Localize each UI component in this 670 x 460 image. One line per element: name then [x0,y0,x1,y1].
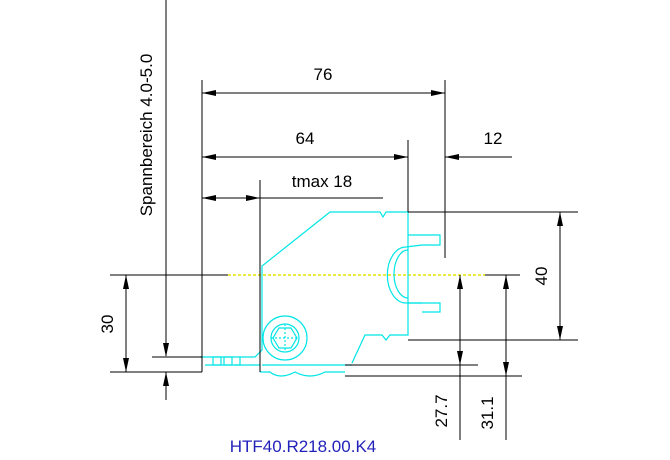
clamping-range-label: Spannbereich 4.0-5.0 [137,54,156,217]
dim-30-label: 30 [98,315,117,334]
dim-27-7-label: 27.7 [432,394,451,427]
dim-12-label: 12 [484,129,503,148]
dimension-lines [110,0,578,440]
grooving-tool-outline [200,211,441,377]
arrowheads [123,90,563,386]
dim-31-1-label: 31.1 [478,396,497,429]
dim-tmax-label: tmax 18 [292,172,352,191]
dim-64-label: 64 [296,129,315,148]
part-code: HTF40.R218.00.K4 [230,437,376,456]
dim-40-label: 40 [532,267,551,286]
dim-76-label: 76 [314,65,333,84]
